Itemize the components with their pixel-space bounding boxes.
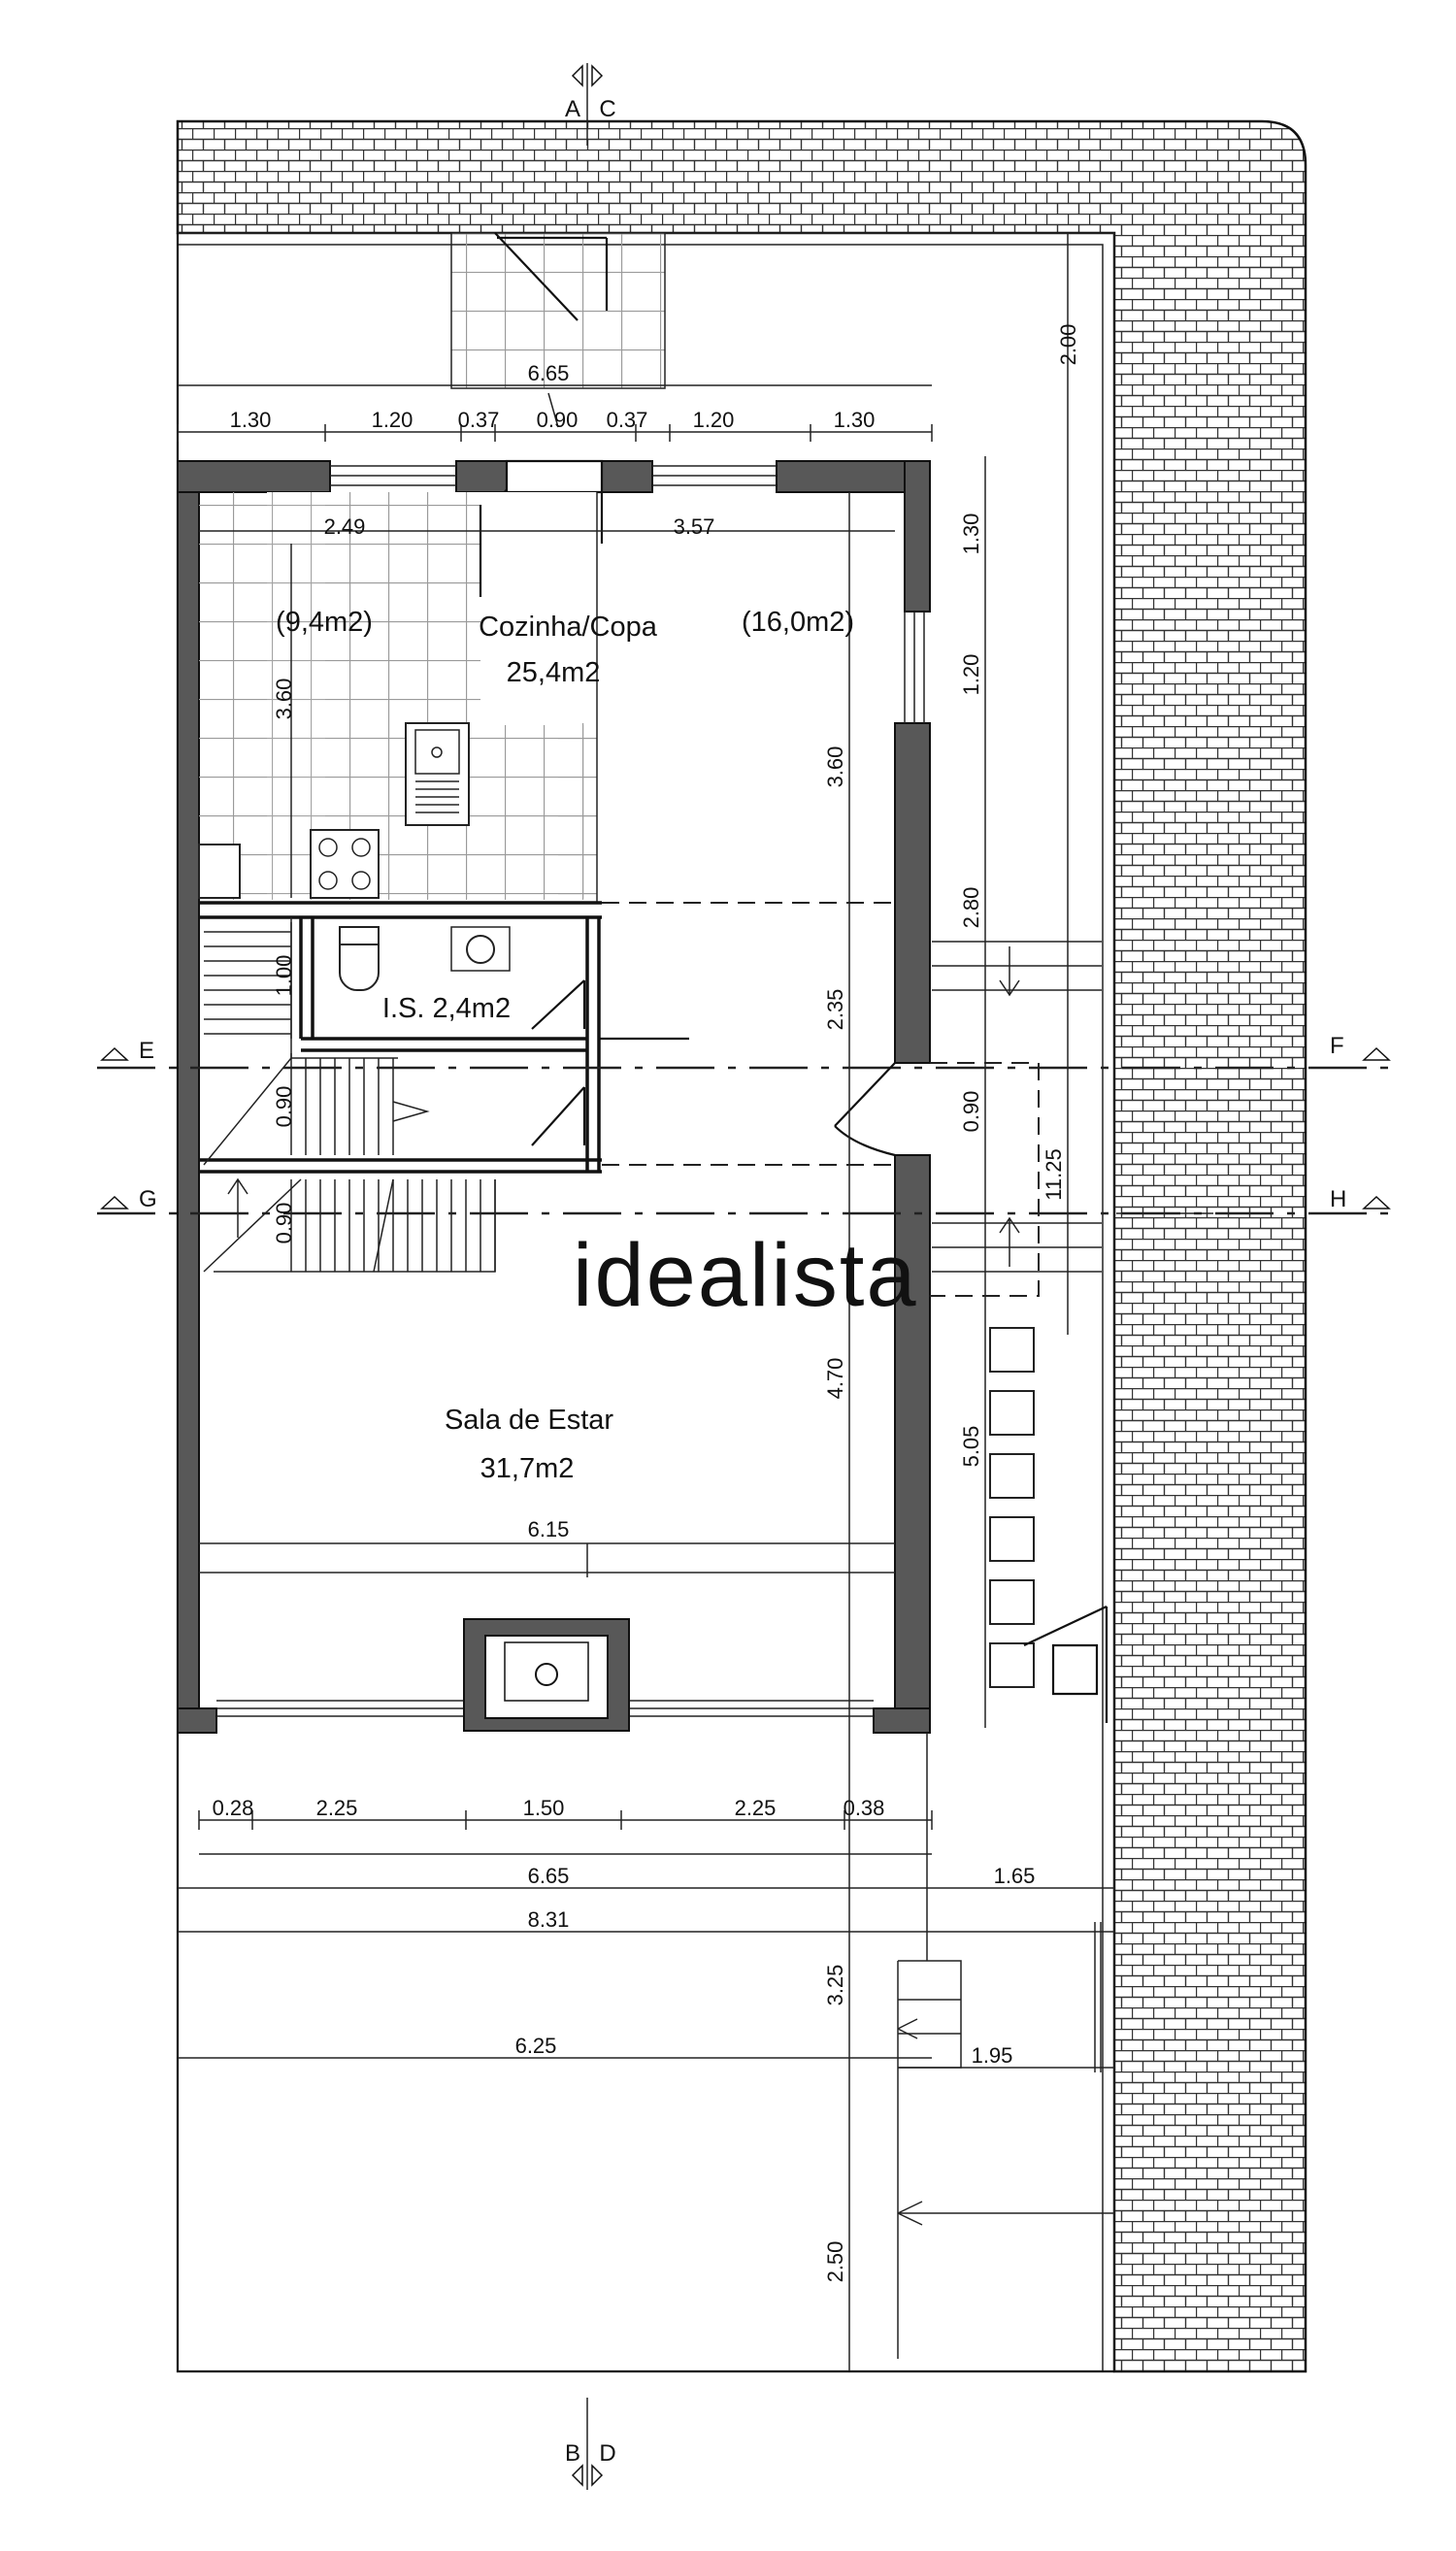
kitchen-right-area: (16,0m2) <box>742 607 854 638</box>
right-dimension-lines <box>932 233 1213 1728</box>
bottom-chain-labels: 0.28 2.25 1.50 2.25 0.38 <box>213 1796 885 1820</box>
dim-sala-height: 4.70 <box>823 1358 847 1400</box>
section-label-a: A <box>565 96 580 122</box>
section-mark-bottom <box>571 2398 604 2490</box>
dim-total-a: 6.65 <box>528 1864 570 1888</box>
section-label-e: E <box>139 1038 154 1064</box>
top-chain-labels: 1.30 1.20 0.37 0.90 0.37 1.20 1.30 <box>230 408 876 432</box>
dim-stair-b: 0.90 <box>272 1086 296 1128</box>
kitchen-area: 25,4m2 <box>507 657 601 688</box>
wc-door-swing <box>531 979 586 1030</box>
dim-bottom-chain-2: 2.25 <box>316 1796 358 1820</box>
interior-walls <box>199 901 602 1174</box>
dim-top-chain-2: 1.20 <box>372 408 414 432</box>
dim-kitchen-right-height: 3.60 <box>823 746 847 788</box>
dim-bottom-chain-1: 0.28 <box>213 1796 254 1820</box>
dim-ext-1-95: 1.95 <box>972 2043 1013 2068</box>
dim-bottom-chain-3: 1.50 <box>523 1796 565 1820</box>
dim-ext-side: 1.65 <box>994 1864 1036 1888</box>
dim-kitchen-left: 2.49 <box>324 514 366 539</box>
dim-sala-width: 6.15 <box>528 1517 570 1541</box>
section-label-b: B <box>565 2440 580 2467</box>
toilet-icon <box>339 926 380 991</box>
dim-side-1-20: 1.20 <box>959 654 983 696</box>
dim-ext-3-25: 3.25 <box>823 1965 847 2006</box>
dim-bottom-chain-4: 2.25 <box>735 1796 777 1820</box>
section-label-c: C <box>599 96 615 122</box>
garden-gate-swing <box>1023 1606 1109 1723</box>
entrance-porch-tiles <box>450 232 666 389</box>
dim-kitchen-height: 3.60 <box>272 679 296 720</box>
dim-stair-c: 0.90 <box>272 1203 296 1244</box>
kitchen-left-area: (9,4m2) <box>276 607 373 638</box>
section-label-g: G <box>139 1186 157 1212</box>
section-mark-g-h <box>100 1195 1391 1209</box>
washbasin-icon <box>450 926 511 972</box>
section-mark-top <box>571 63 604 146</box>
dim-total-b: 8.31 <box>528 1907 570 1932</box>
is-label: I.S. 2,4m2 <box>382 993 511 1024</box>
kitchen-name: Cozinha/Copa <box>479 612 658 643</box>
dim-ext-6-25: 6.25 <box>515 2034 557 2058</box>
dim-stair-a: 1.00 <box>272 955 296 997</box>
dim-top-chain-6: 1.20 <box>693 408 735 432</box>
section-label-h: H <box>1330 1186 1346 1212</box>
dim-ext-2-50: 2.50 <box>823 2241 847 2283</box>
dim-top-chain-4: 0.90 <box>537 408 579 432</box>
bottom-dimension-lines <box>178 1733 1114 2359</box>
dim-side-1-30: 1.30 <box>959 514 983 555</box>
dim-hall: 2.35 <box>823 989 847 1031</box>
dim-side-2-00: 2.00 <box>1056 324 1080 366</box>
dim-top-chain-7: 1.30 <box>834 408 876 432</box>
section-label-d: D <box>599 2440 615 2467</box>
fireplace-icon <box>463 1618 630 1732</box>
dim-top-chain-3: 0.37 <box>458 408 500 432</box>
top-dimension-lines <box>177 384 933 442</box>
dim-top-chain-5: 0.37 <box>607 408 648 432</box>
house-walls <box>177 460 931 1734</box>
section-label-f: F <box>1330 1033 1344 1059</box>
fridge-box <box>198 844 241 899</box>
section-mark-e-f <box>100 1046 1391 1061</box>
cooktop-icon <box>310 829 380 899</box>
dim-side-2-80: 2.80 <box>959 887 983 929</box>
kitchen-sink-icon <box>405 722 470 826</box>
dim-side-5-05: 5.05 <box>959 1426 983 1468</box>
watermark-logo: idealista <box>573 1226 918 1325</box>
dim-side-11-25: 11.25 <box>1042 1148 1066 1200</box>
entrance-gate-swing <box>494 232 609 321</box>
living-room-area: 31,7m2 <box>480 1453 575 1484</box>
living-room-name: Sala de Estar <box>445 1405 613 1436</box>
garden-stepping-slabs <box>989 1327 1035 1688</box>
side-door-swing <box>834 1062 896 1157</box>
storage-door-swing <box>531 1086 586 1146</box>
dim-bottom-chain-5: 0.38 <box>844 1796 885 1820</box>
dim-side-0-90: 0.90 <box>959 1091 983 1133</box>
dim-top-width: 6.65 <box>528 361 570 385</box>
dim-top-chain-1: 1.30 <box>230 408 272 432</box>
dim-kitchen-right: 3.57 <box>674 514 715 539</box>
